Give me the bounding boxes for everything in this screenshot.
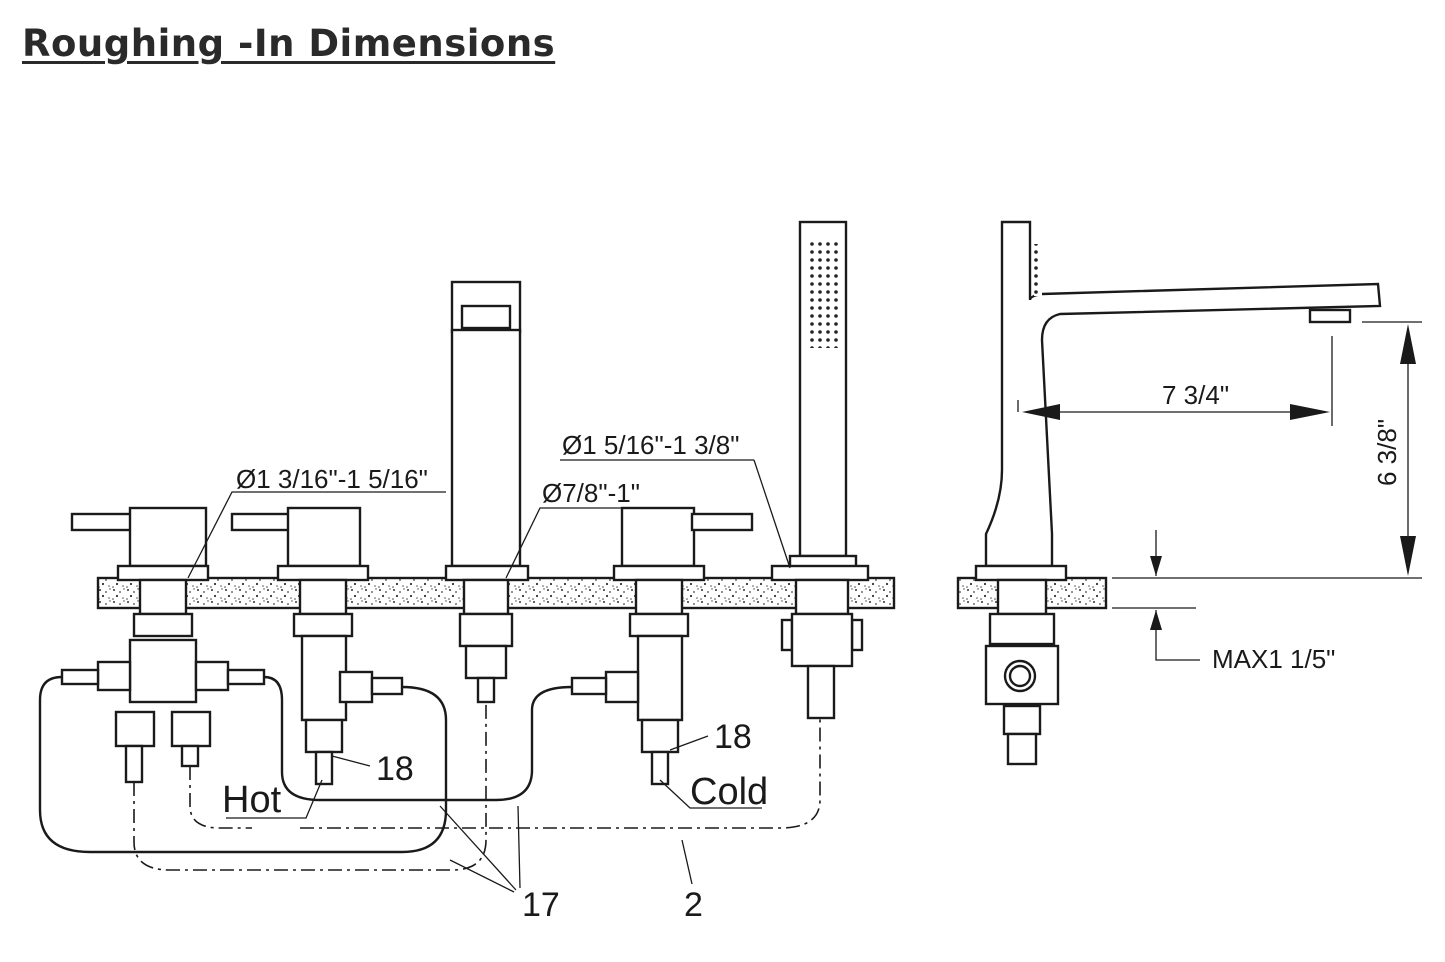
tub-spout bbox=[444, 280, 530, 704]
cold-valve bbox=[570, 506, 754, 786]
hole-diameter-shower-label: Ø1 5/16"-1 3/8" bbox=[562, 430, 739, 460]
side-view bbox=[956, 220, 1382, 766]
cold-label: Cold bbox=[690, 771, 768, 813]
height-dimension-label: 6 3/8" bbox=[1372, 419, 1402, 486]
part-17-label: 17 bbox=[522, 886, 560, 924]
hot-valve bbox=[230, 506, 404, 786]
part-18-cold-label: 18 bbox=[714, 718, 752, 756]
part-2-label: 2 bbox=[684, 886, 703, 924]
left-valve bbox=[60, 506, 266, 784]
deck-thickness-label: MAX1 1/5" bbox=[1212, 644, 1335, 674]
page-title: Roughing -In Dimensions bbox=[22, 22, 556, 65]
hole-diameter-valve-label: Ø1 3/16"-1 5/16" bbox=[236, 464, 428, 494]
hoses bbox=[38, 675, 821, 871]
part-18-hot-label: 18 bbox=[376, 750, 414, 788]
hot-label: Hot bbox=[222, 779, 282, 821]
hole-diameter-spout-label: Ø7/8"-1" bbox=[542, 478, 640, 508]
reach-dimension-label: 7 3/4" bbox=[1162, 380, 1229, 410]
hand-shower bbox=[770, 220, 870, 720]
leader-lines bbox=[187, 459, 791, 893]
side-dimensions bbox=[1017, 321, 1422, 661]
